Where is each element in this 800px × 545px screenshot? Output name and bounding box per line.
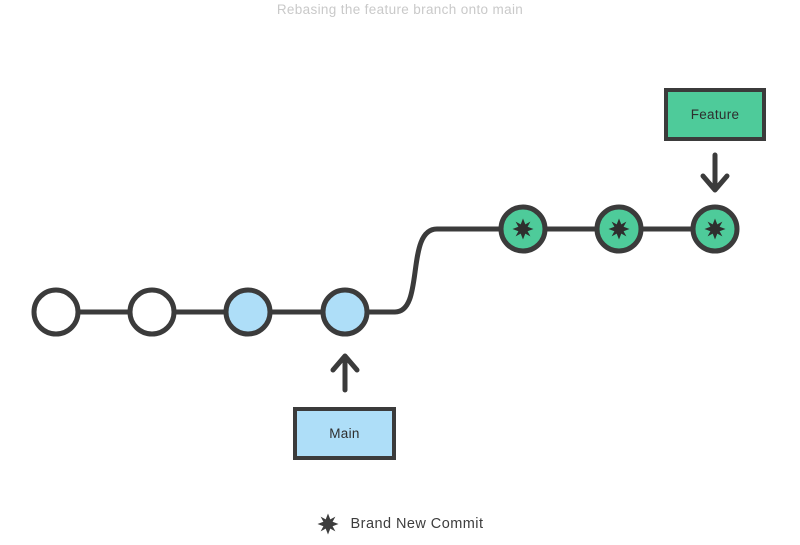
commit-node-f3[interactable] xyxy=(690,204,740,254)
asterisk-icon xyxy=(317,513,339,535)
legend-label: Brand New Commit xyxy=(350,516,484,532)
arrow-up-icon xyxy=(330,353,360,393)
commit-node-c3[interactable] xyxy=(223,287,273,337)
diagram-title: Rebasing the feature branch onto main xyxy=(276,2,524,17)
asterisk-icon xyxy=(512,218,534,240)
commit-node-f1[interactable] xyxy=(498,204,548,254)
commit-node-c1[interactable] xyxy=(31,287,81,337)
rebase-connector-curve xyxy=(364,226,463,315)
commit-node-f2[interactable] xyxy=(594,204,644,254)
asterisk-icon xyxy=(608,218,630,240)
branch-label-main-text: Main xyxy=(329,426,360,441)
arrow-down-icon xyxy=(700,152,730,193)
asterisk-icon xyxy=(704,218,726,240)
branch-label-main[interactable]: Main xyxy=(293,407,396,460)
commit-node-c4[interactable] xyxy=(320,287,370,337)
commit-node-c2[interactable] xyxy=(127,287,177,337)
branch-label-feature[interactable]: Feature xyxy=(664,88,766,141)
legend: Brand New Commit xyxy=(0,513,800,535)
branch-label-feature-text: Feature xyxy=(690,107,740,122)
